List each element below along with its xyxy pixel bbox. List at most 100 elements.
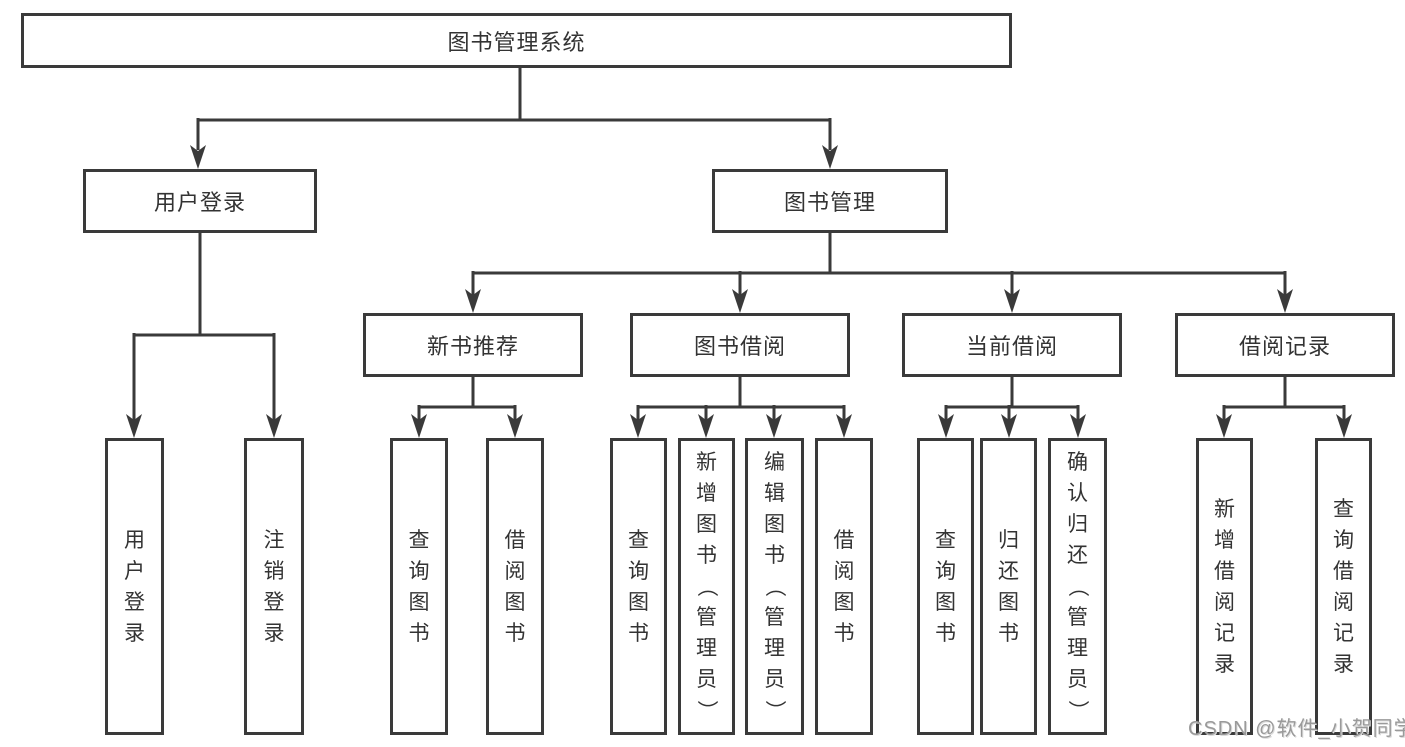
vertical-char: ） [695,700,718,721]
vertical-char: 认 [1067,482,1088,505]
vertical-char: 查 [1333,497,1354,521]
vertical-char: 员 [1067,668,1088,691]
vertical-char: 员 [764,668,785,691]
vertical-char: 查 [408,528,430,552]
vertical-char: 询 [935,559,956,583]
leaf-query-books-recommend: 查询图书 [390,438,448,735]
vertical-char: 增 [1214,528,1235,552]
vertical-char: 登 [263,590,285,614]
node-label: 用户登录 [153,190,246,215]
vertical-char: 询 [628,559,649,583]
leaf-add-borrow-record: 新增借阅记录 [1196,438,1253,735]
vertical-char: 图 [935,590,956,614]
vertical-char: 新 [1214,497,1235,521]
vertical-char: 阅 [833,559,855,583]
vertical-char: 书 [935,621,956,645]
vertical-char: 理 [764,637,785,660]
leaf-edit-books-admin: 编辑图书 （ 管理员 ） [745,438,804,735]
vertical-char: 管 [764,606,785,629]
vertical-char: 阅 [1214,590,1235,614]
vertical-char: 书 [628,621,649,645]
vertical-char: 记 [1214,621,1235,645]
vertical-char: 增 [696,482,717,505]
vertical-char: 阅 [504,559,526,583]
vertical-char: 还 [998,559,1019,583]
node-label: 图书借阅 [693,334,786,359]
vertical-char: 查 [628,528,649,552]
vertical-char: 注 [263,528,285,552]
node-library-management-system: 图书管理系统 [21,13,1012,68]
leaf-user-login: 用户登录 [105,438,164,735]
leaf-borrow-books-recommend: 借阅图书 [486,438,544,735]
vertical-char: 编 [764,451,785,474]
vertical-char: （ [1066,576,1089,597]
vertical-char: 辑 [764,482,785,505]
vertical-char: 借 [833,528,855,552]
vertical-char: 书 [408,621,430,645]
node-label: 新书推荐 [426,334,519,359]
vertical-char: （ [763,576,786,597]
vertical-char: 管 [696,606,717,629]
vertical-char: 借 [1333,559,1354,583]
vertical-char: （ [695,576,718,597]
vertical-char: 查 [935,528,956,552]
node-new-book-recommendation: 新书推荐 [363,313,583,377]
vertical-char: 归 [998,528,1019,552]
leaf-add-books-admin: 新增图书 （ 管理员 ） [678,438,735,735]
vertical-char: ） [763,700,786,721]
leaf-logout: 注销登录 [244,438,304,735]
vertical-char: 书 [998,621,1019,645]
node-user-login: 用户登录 [83,169,317,233]
node-borrowing-records: 借阅记录 [1175,313,1395,377]
vertical-char: 员 [696,668,717,691]
node-book-borrowing: 图书借阅 [630,313,850,377]
csdn-watermark: CSDN @软件_小贺同学 [1188,718,1405,740]
vertical-char: 图 [504,590,526,614]
node-label: 图书管理 [783,190,876,215]
vertical-char: 录 [263,621,285,645]
vertical-char: 借 [1214,559,1235,583]
vertical-char: 借 [504,528,526,552]
node-label: 图书管理系统 [447,29,586,55]
vertical-char: 阅 [1333,590,1354,614]
vertical-char: 户 [124,559,145,583]
leaf-confirm-return-admin: 确认归还（管理员） [1048,438,1107,735]
vertical-char: 理 [696,637,717,660]
node-label: 当前借阅 [965,334,1058,359]
vertical-char: 管 [1067,606,1088,629]
leaf-query-books-current: 查询图书 [917,438,974,735]
vertical-char: 用 [124,528,145,552]
leaf-borrow-books: 借阅图书 [815,438,873,735]
vertical-char: 记 [1333,621,1354,645]
vertical-char: 录 [1333,652,1354,676]
vertical-char: 录 [1214,652,1235,676]
vertical-char: ） [1066,700,1089,721]
vertical-char: 询 [1333,528,1354,552]
vertical-char: 图 [764,513,785,536]
node-book-management: 图书管理 [712,169,948,233]
vertical-char: 录 [124,621,145,645]
leaf-return-books: 归还图书 [980,438,1037,735]
vertical-char: 图 [628,590,649,614]
vertical-char: 图 [408,590,430,614]
vertical-char: 确 [1067,451,1088,474]
vertical-char: 归 [1067,513,1088,536]
vertical-char: 图 [998,590,1019,614]
leaf-query-borrow-record: 查询借阅记录 [1315,438,1372,735]
vertical-char: 书 [504,621,526,645]
vertical-char: 书 [833,621,855,645]
node-label: 借阅记录 [1238,334,1331,359]
vertical-char: 登 [124,590,145,614]
vertical-char: 询 [408,559,430,583]
vertical-char: 书 [696,544,717,567]
node-current-borrowing: 当前借阅 [902,313,1122,377]
vertical-char: 销 [263,559,285,583]
leaf-query-books-borrow: 查询图书 [610,438,667,735]
vertical-char: 理 [1067,637,1088,660]
vertical-char: 新 [696,451,717,474]
vertical-char: 图 [833,590,855,614]
vertical-char: 书 [764,544,785,567]
vertical-char: 图 [696,513,717,536]
